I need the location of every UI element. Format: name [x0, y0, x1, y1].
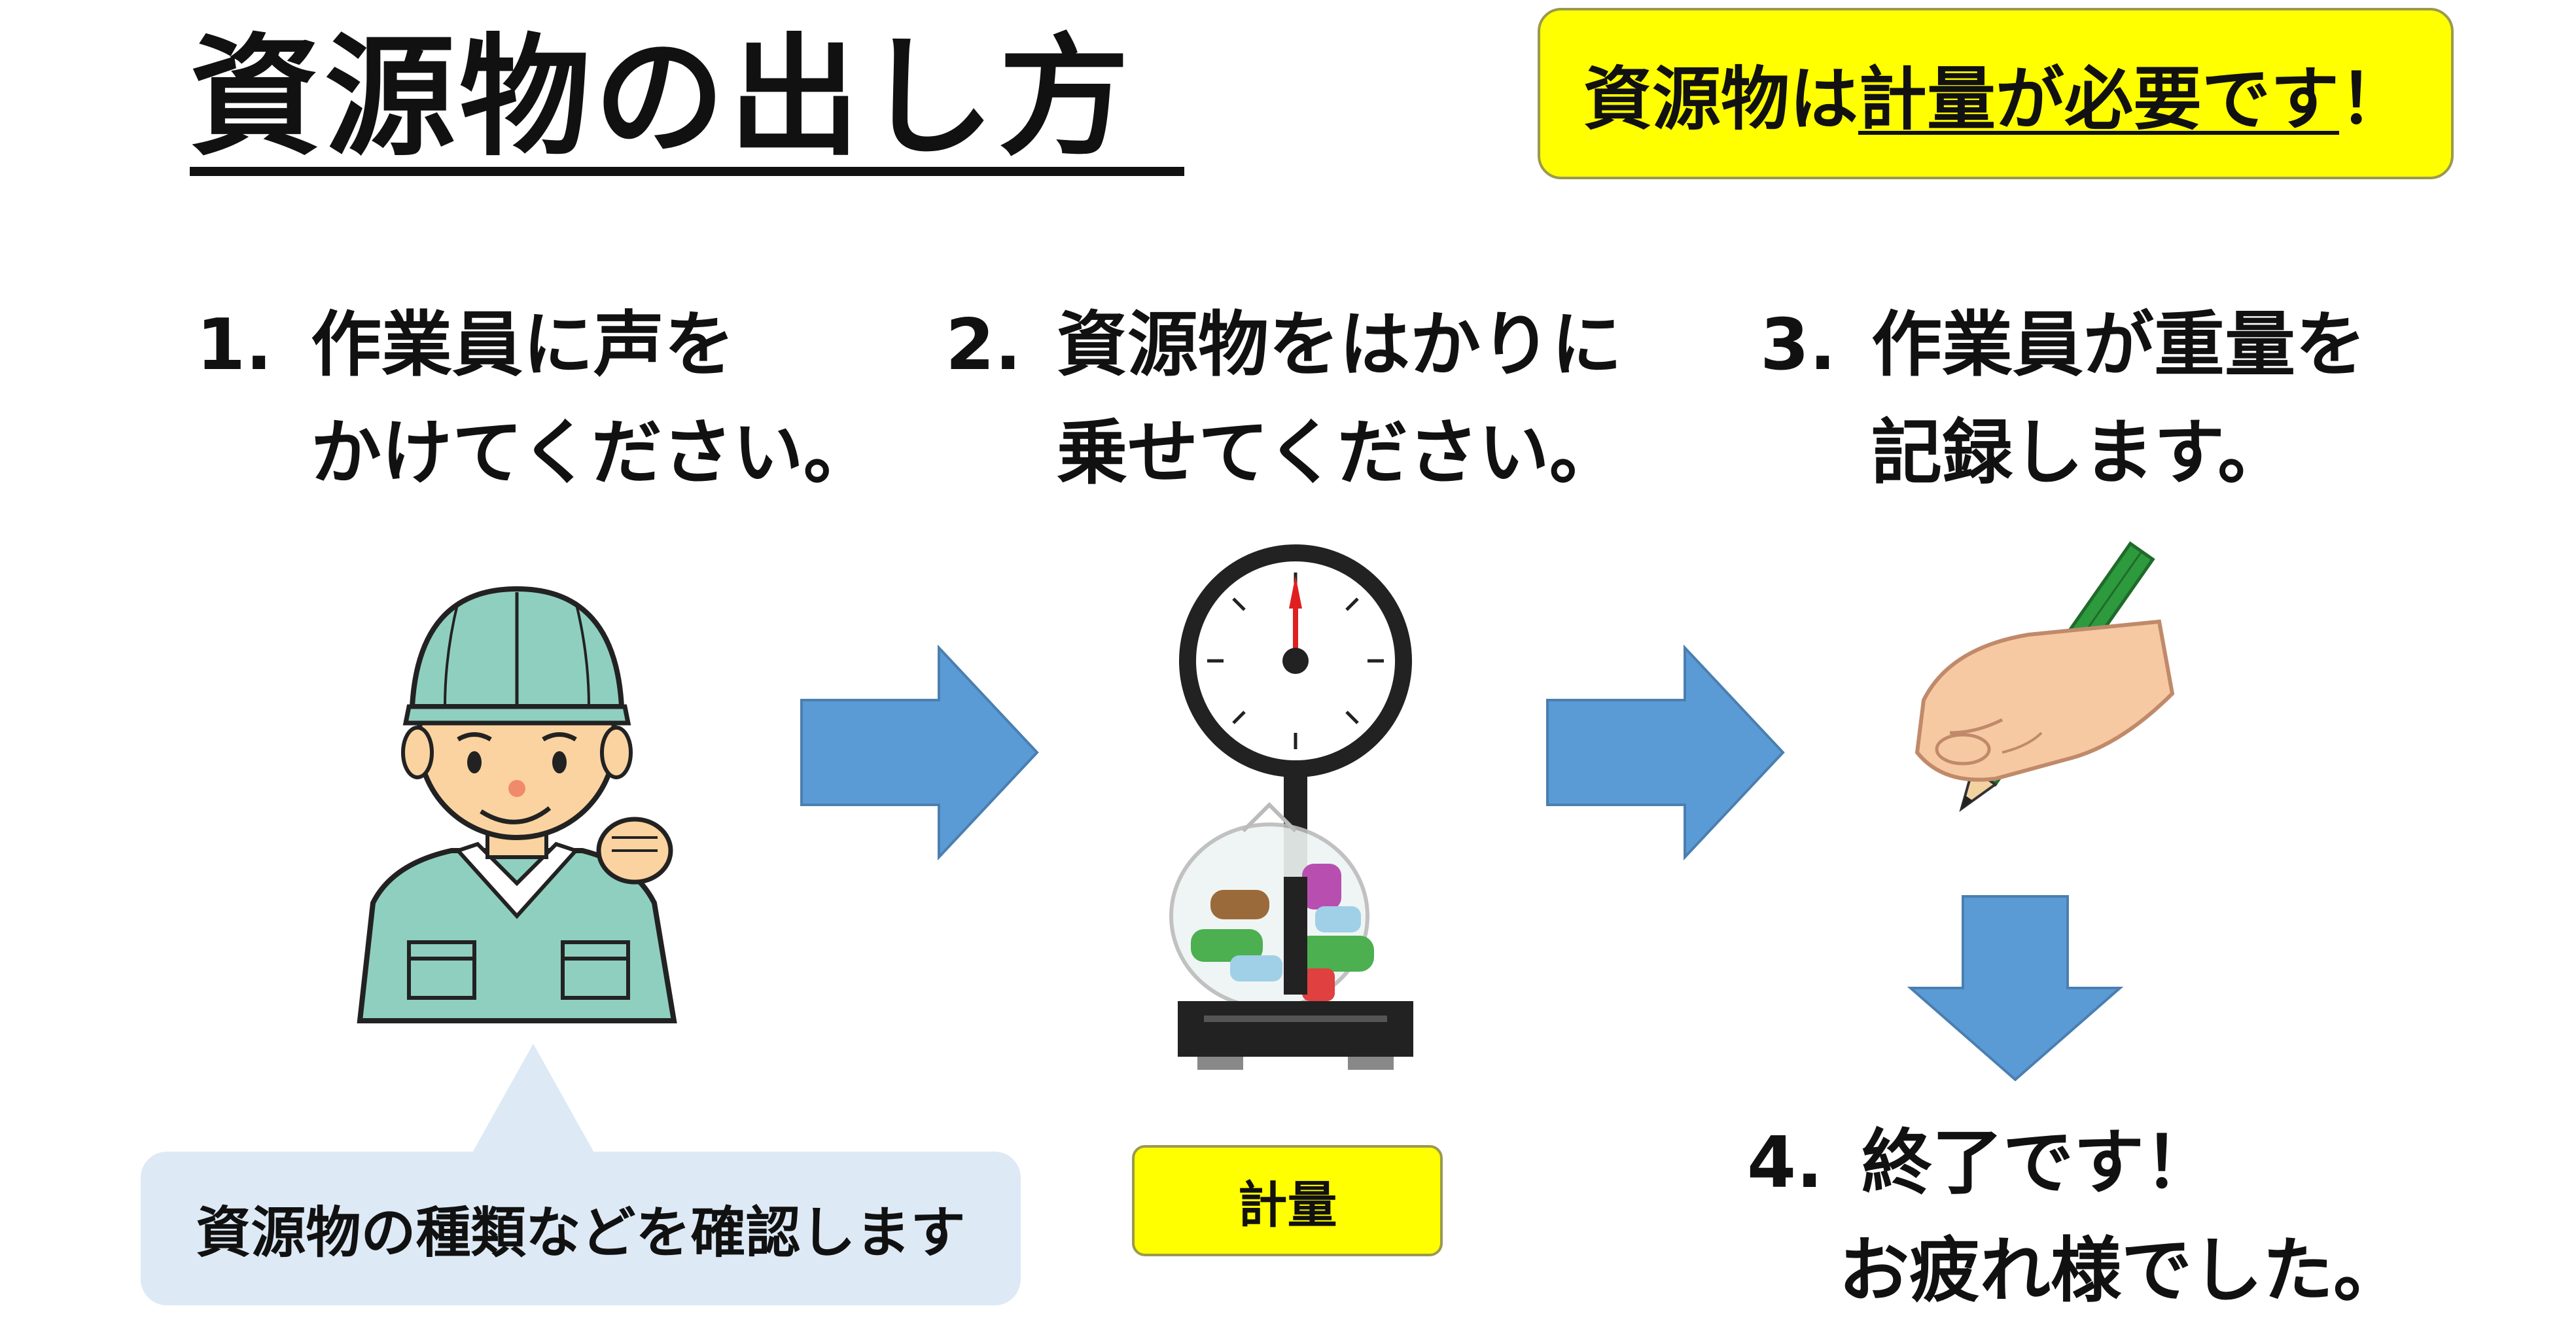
step-3-line1: 作業員が重量を: [1871, 304, 2367, 386]
arrow-down: [1907, 895, 2124, 1082]
notice-box: 資源物は計量が必要です！: [1538, 8, 2454, 179]
scale-label-text: 計量: [1237, 1176, 1337, 1234]
step-2-line2: 乗せてください。: [1057, 412, 1620, 494]
notice-text-post: ！: [2339, 60, 2408, 139]
arrow-right-1: [800, 644, 1039, 861]
notice-text-pre: 資源物は: [1583, 60, 1858, 139]
worker-illustration: [357, 586, 677, 1023]
arrow-right-2: [1546, 644, 1785, 861]
step-4: 4. 終了です！ お疲れ様でした。: [1747, 1109, 2404, 1325]
speech-bubble-tail: [471, 1044, 595, 1155]
step-4-line2: お疲れ様でした。: [1839, 1230, 2405, 1312]
step-1-line1: 作業員に声を: [311, 304, 735, 386]
scale-label: 計量: [1132, 1145, 1443, 1256]
step-4-line1: 終了です！: [1861, 1122, 2215, 1204]
step-1-line2: かけてください。: [311, 412, 874, 494]
speech-bubble: 資源物の種類などを確認します: [141, 1152, 1021, 1305]
step-2: 2. 資源物をはかりに 乗せてください。: [945, 291, 1622, 507]
scale-illustration: [1169, 544, 1413, 1070]
notice-text-underlined: 計量が必要です: [1858, 60, 2339, 139]
speech-bubble-text: 資源物の種類などを確認します: [196, 1201, 966, 1265]
step-4-number: 4.: [1747, 1122, 1824, 1204]
page-title: 資源物の出し方: [190, 22, 1134, 174]
step-3-number: 3.: [1760, 304, 1837, 386]
step-2-line1: 資源物をはかりに: [1057, 304, 1623, 386]
step-1-number: 1.: [196, 304, 273, 386]
step-3-line2: 記録します。: [1871, 412, 2289, 494]
step-1: 1. 作業員に声を かけてください。: [196, 291, 874, 507]
step-3: 3. 作業員が重量を 記録します。: [1760, 291, 2366, 507]
step-2-number: 2.: [945, 304, 1022, 386]
title-underline: [190, 167, 1184, 176]
hand-pencil-illustration: [1914, 541, 2175, 812]
